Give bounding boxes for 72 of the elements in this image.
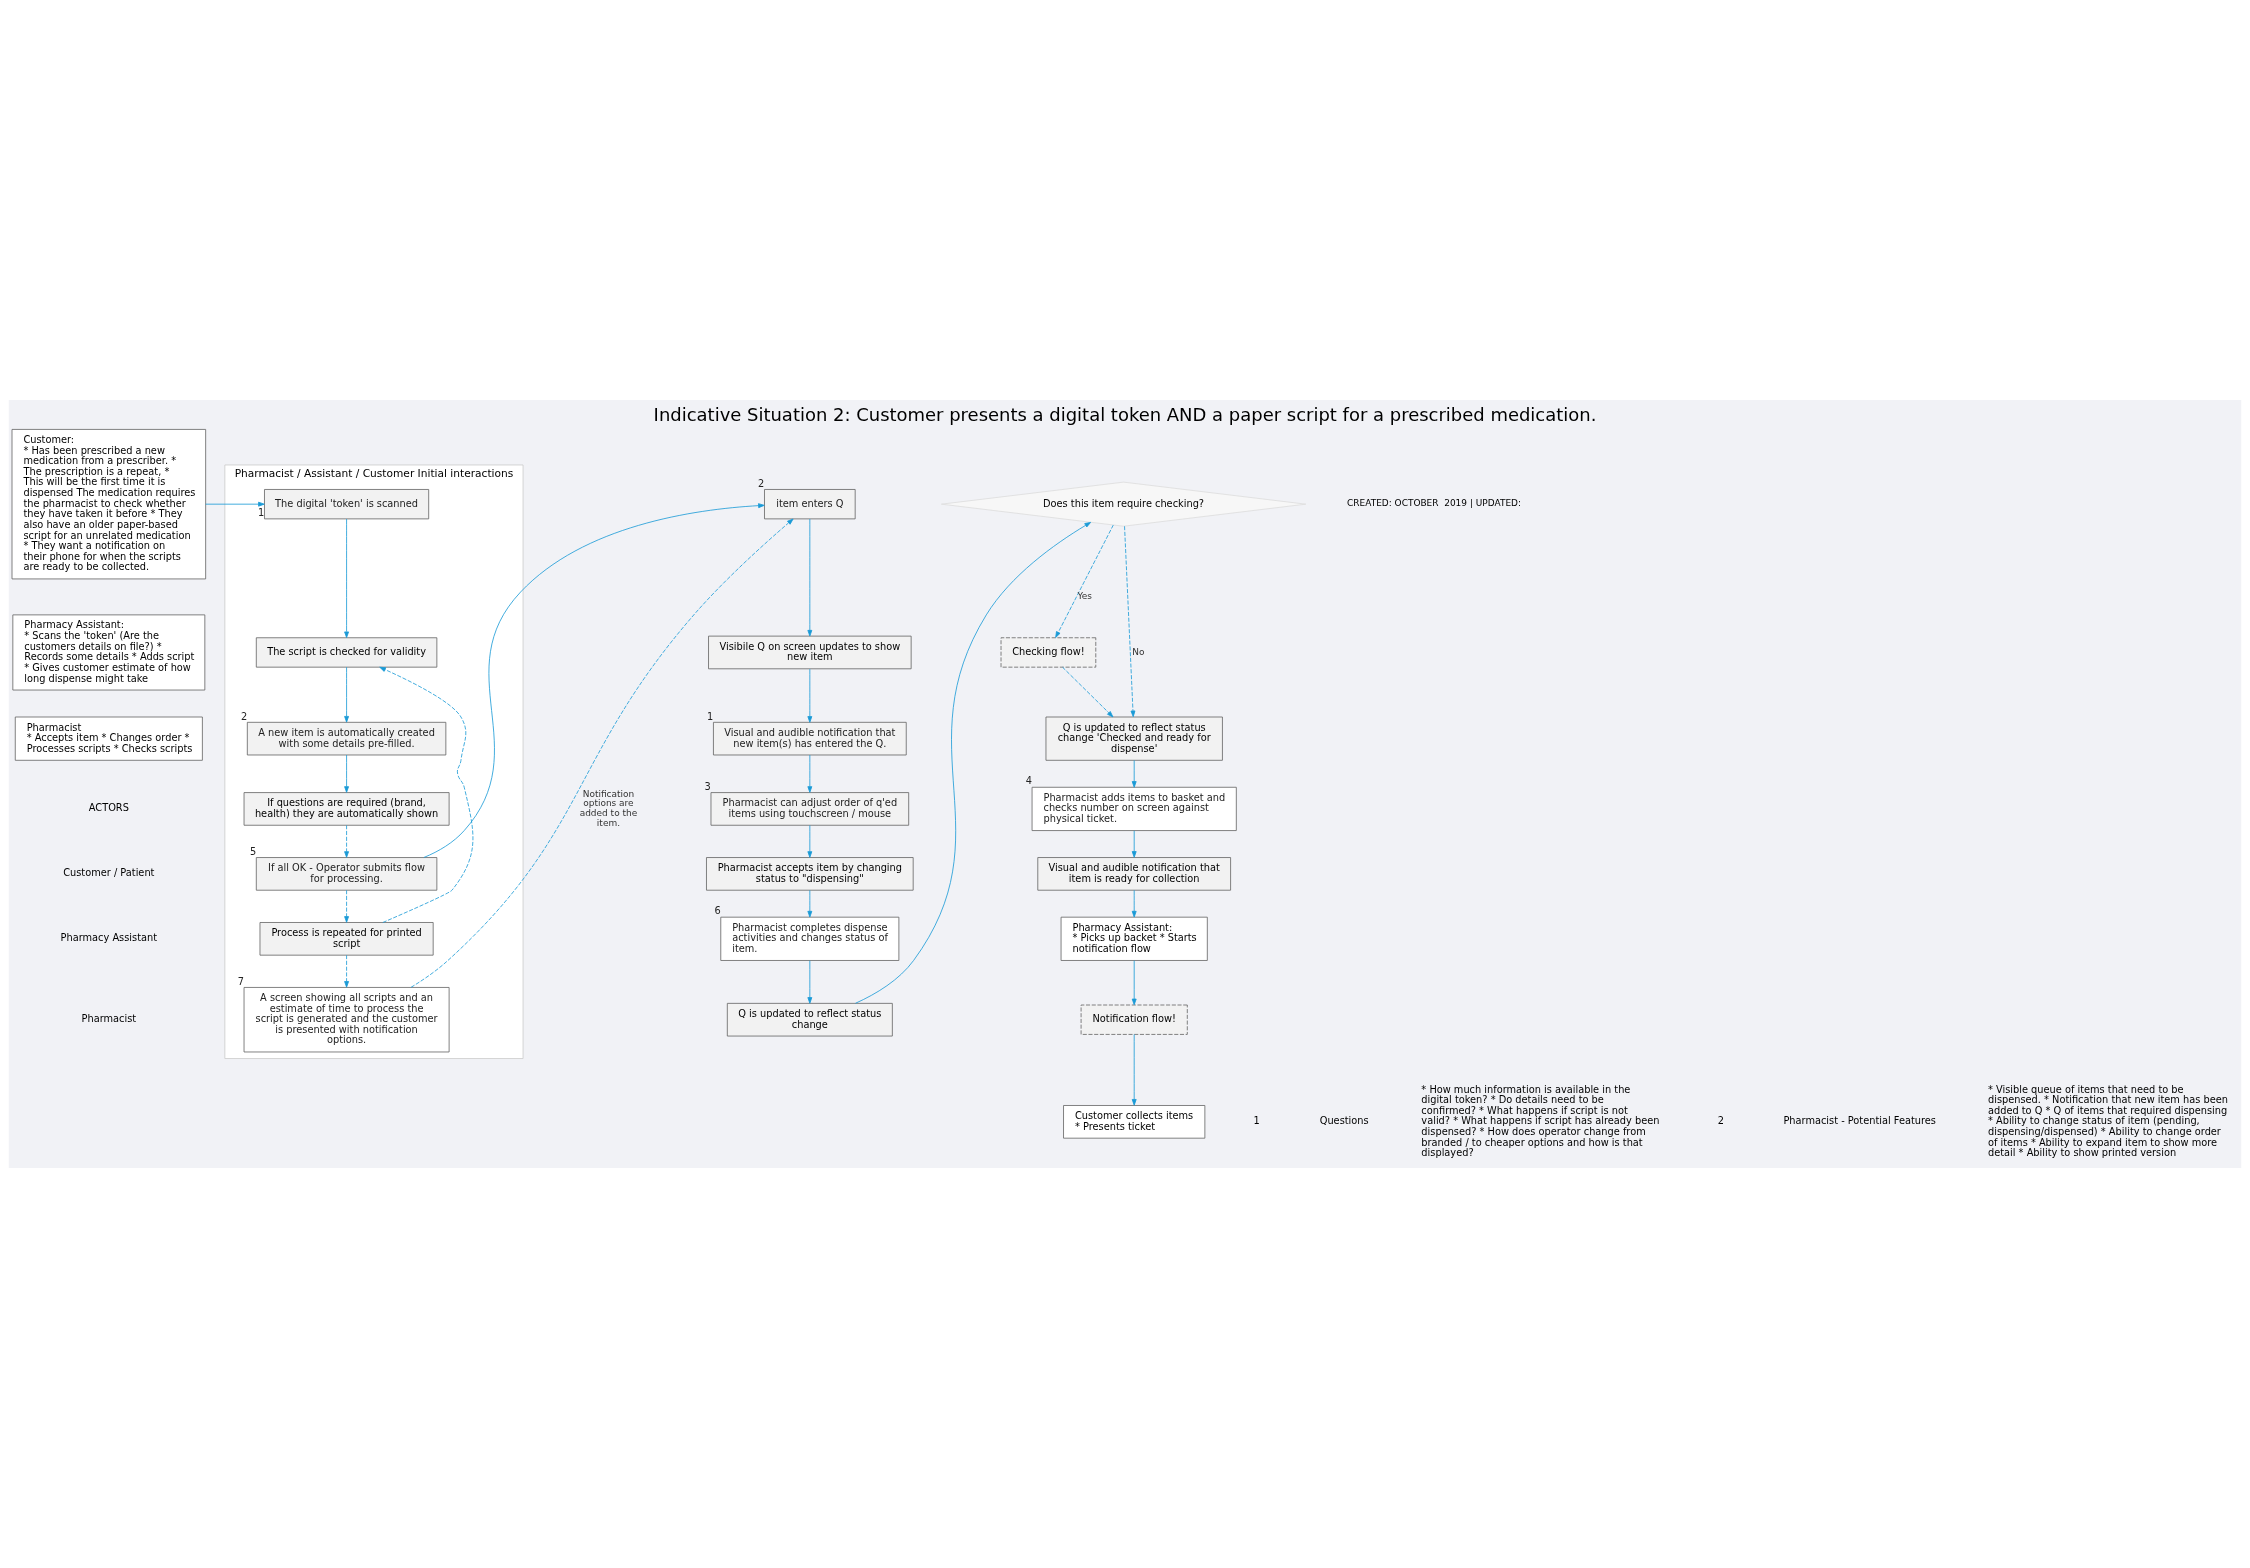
label: Pharmacist - Potential Features bbox=[1783, 1115, 1936, 1127]
node-label: 2 bbox=[240, 710, 248, 722]
label: Questions bbox=[1319, 1115, 1369, 1127]
arrow bbox=[855, 521, 1092, 1004]
node-box: If questions are required (brand, health) they are automatically shown bbox=[243, 792, 450, 826]
node-box: Pharmacist can adjust order of q'ed items using touchscreen / mouse bbox=[710, 792, 910, 826]
node-box: A new item is automatically created with some details pre-filled. bbox=[246, 721, 447, 756]
node-box: Visibile Q on screen updates to show new item bbox=[708, 635, 912, 670]
arrow bbox=[205, 501, 265, 507]
node-label: 2 bbox=[758, 477, 765, 489]
node-box: Checking flow! bbox=[1000, 637, 1097, 668]
node-box: A screen showing all scripts and an estimate of time to process the script is generated and the customer is presented with notification options. bbox=[243, 987, 450, 1053]
label: CREATED: OCTOBER 2019 | UPDATED: bbox=[1347, 498, 1521, 509]
node-label: 3 bbox=[704, 780, 711, 792]
edge-label: Notification options are added to the item. bbox=[579, 788, 638, 828]
node-box: If all OK - Operator submits flow for processing. bbox=[255, 857, 438, 891]
arrow bbox=[1131, 960, 1137, 1006]
node-label: 5 bbox=[249, 845, 257, 857]
node-box: The digital 'token' is scanned bbox=[264, 489, 430, 520]
legend-label: Pharmacy Assistant bbox=[60, 932, 158, 944]
node-box: Customer: * Has been prescribed a new medication from a prescriber. * The prescription is a repeat, * This will be the first time it is dispensed The medication requires the pharmacist to check whether they have taken it before * They also have an older paper-based script for an unrelated medication * They want a notification on their phone for when the scripts are ready to be collected. bbox=[11, 429, 207, 580]
arrow bbox=[807, 960, 813, 1004]
label: 1 bbox=[1253, 1115, 1260, 1127]
arrow bbox=[1131, 1034, 1137, 1106]
node-box: The script is checked for validity bbox=[255, 637, 438, 668]
node-box: Customer collects items * Presents ticket bbox=[1063, 1105, 1206, 1139]
edge-label: No bbox=[1132, 646, 1145, 657]
arrow bbox=[807, 825, 813, 858]
label: * How much information is available in the digital token? * Do details need to be confirmed? * What happens if script is not valid? * What happens if script has already been dispensed? * How does operator change from branded / to cheaper options and how is that displayed? bbox=[1421, 1083, 1660, 1159]
arrow bbox=[807, 518, 813, 637]
arrow bbox=[807, 889, 813, 918]
arrow bbox=[1055, 524, 1114, 638]
legend-label: Customer / Patient bbox=[63, 867, 155, 879]
arrow bbox=[1131, 760, 1137, 788]
node-label: 7 bbox=[237, 975, 244, 987]
node-box: Q is updated to reflect status change 'Checked and ready for dispense' bbox=[1045, 716, 1223, 761]
node-box: Q is updated to reflect status change bbox=[726, 1002, 893, 1037]
arrow bbox=[344, 518, 349, 639]
edge-label: Yes bbox=[1077, 591, 1092, 602]
arrow bbox=[344, 954, 349, 988]
node-box: Pharmacist accepts item by changing status to "dispensing" bbox=[706, 857, 914, 891]
arrow bbox=[344, 754, 349, 793]
arrow bbox=[344, 666, 349, 723]
label: ACTORS bbox=[88, 802, 129, 814]
arrow bbox=[807, 754, 813, 793]
arrow bbox=[1131, 830, 1137, 858]
node-box: Visual and audible notification that new item(s) has entered the Q. bbox=[713, 721, 907, 756]
arrow bbox=[344, 889, 349, 923]
node-label: 6 bbox=[714, 905, 721, 917]
arrow bbox=[344, 825, 349, 858]
node-box: Notification flow! bbox=[1080, 1004, 1188, 1035]
arrow bbox=[807, 668, 813, 723]
label: * Visible queue of items that need to be dispensed. * Notification that new item has been added to Q * Q of items that required dispensing * Ability to change status of item (pending, dispensing/dispensed) * Ability to change order of items * Ability to expand item to show more detail * Ability to show printed version bbox=[1987, 1083, 2228, 1159]
arrow bbox=[1124, 525, 1136, 718]
node-label: 4 bbox=[1025, 775, 1032, 787]
node-label: 1 bbox=[258, 507, 265, 519]
arrow bbox=[1062, 666, 1114, 718]
node-box: Process is repeated for printed script bbox=[259, 922, 434, 956]
arrow bbox=[379, 666, 474, 923]
node-label: 1 bbox=[707, 710, 714, 722]
node-box: Pharmacist adds items to basket and checks number on screen against physical ticket. bbox=[1031, 786, 1237, 831]
arrow bbox=[1131, 889, 1137, 918]
node-box: Pharmacy Assistant: * Picks up backet * Starts notification flow bbox=[1060, 916, 1208, 961]
node-box: item enters Q bbox=[764, 489, 856, 520]
diagram-title: Indicative Situation 2: Customer presents a digital token AND a paper script for a prescribed medication. bbox=[653, 403, 1597, 425]
node-box: Visual and audible notification that item is ready for collection bbox=[1037, 857, 1231, 891]
label: 2 bbox=[1717, 1115, 1724, 1127]
legend-label: Pharmacist bbox=[81, 1013, 137, 1025]
node-box: Pharmacist * Accepts item * Changes order * Processes scripts * Checks scripts bbox=[14, 716, 203, 761]
node-box: Pharmacist completes dispense activities and changes status of item. bbox=[720, 916, 900, 961]
arrow bbox=[423, 503, 765, 858]
node-box: Pharmacy Assistant: * Scans the 'token' (Are the customers details on file?) * Records some details * Adds script * Gives customer estimate of how long dispense might take bbox=[12, 614, 206, 691]
